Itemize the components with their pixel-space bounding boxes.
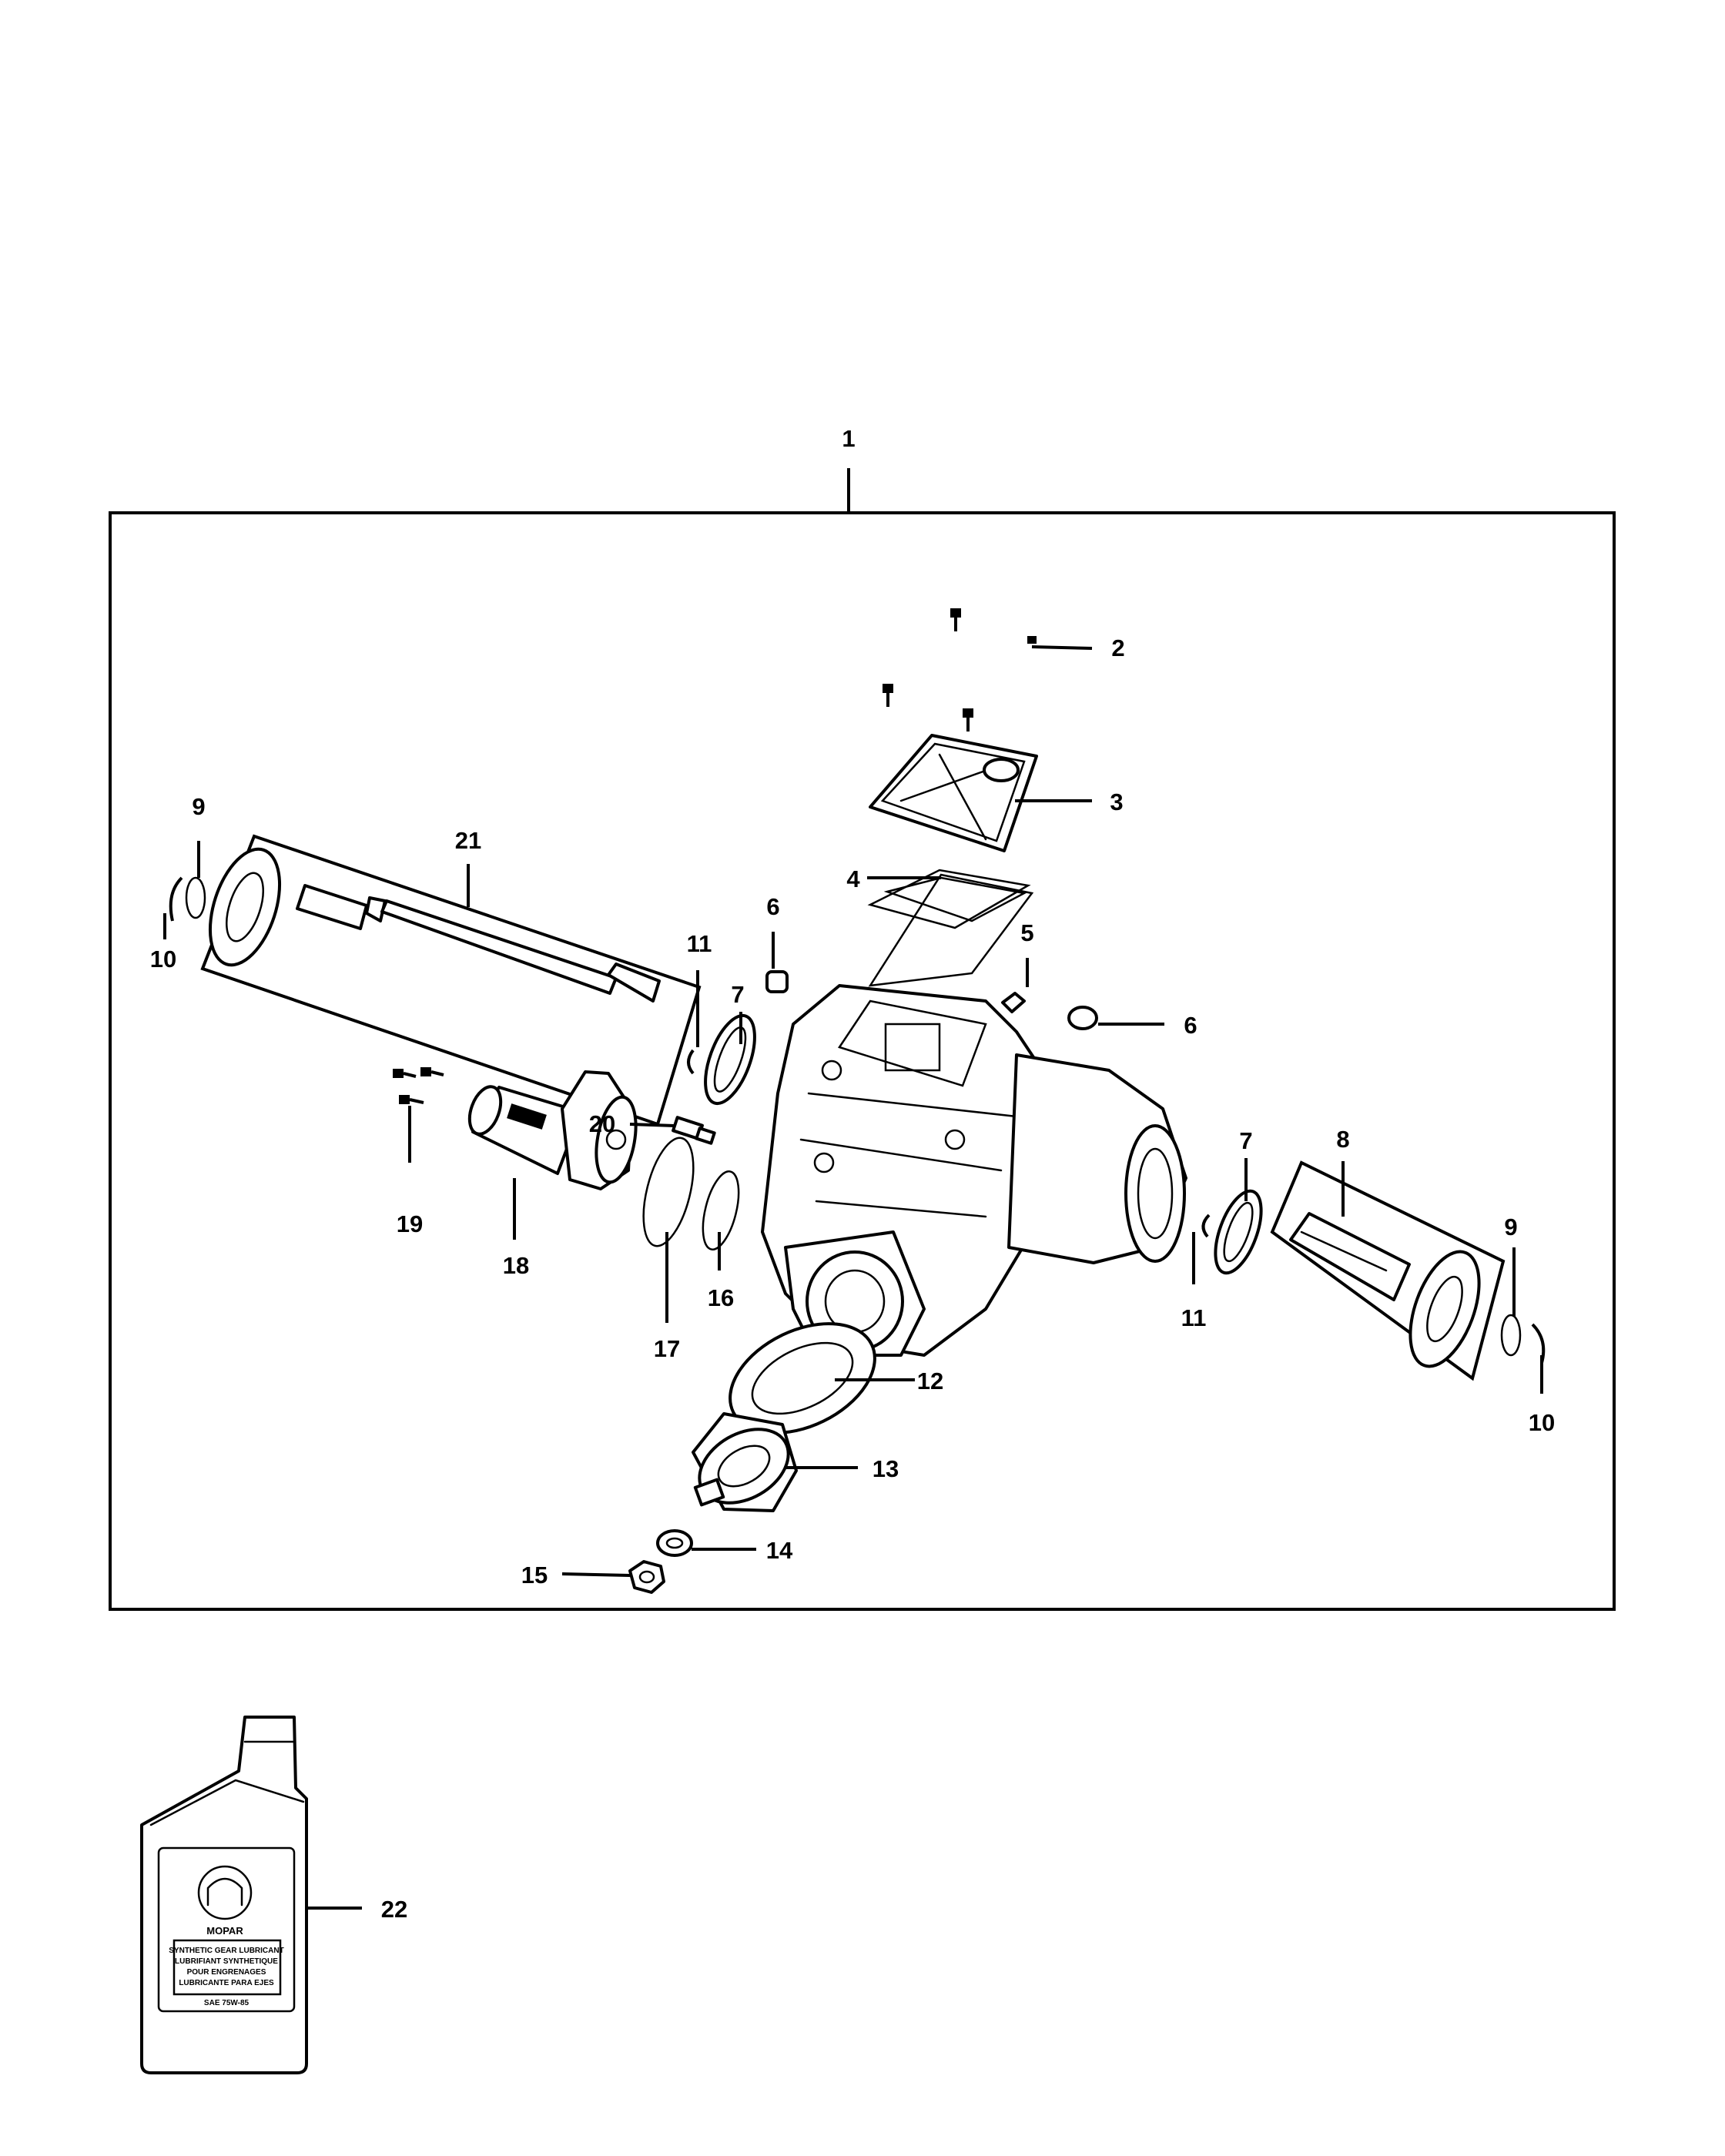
nut-icon — [628, 1560, 665, 1594]
fitting-icon — [1001, 992, 1026, 1013]
callout-16: 16 — [708, 1284, 734, 1311]
companion-flange-icon — [692, 1412, 798, 1512]
bottle-brand: MOPAR — [206, 1925, 243, 1937]
callout-6b: 6 — [1184, 1012, 1197, 1039]
callout-18: 18 — [503, 1252, 529, 1279]
callout-3: 3 — [1110, 788, 1123, 815]
bolt-icon — [883, 608, 1037, 732]
lubricant-bottle-icon — [140, 1716, 308, 2074]
o-ring-icon — [642, 1137, 740, 1250]
bottle-label-line-5: SAE 75W-85 — [204, 1999, 250, 2007]
callout-11a: 11 — [687, 930, 712, 957]
callout-15: 15 — [521, 1562, 548, 1589]
plug-icon — [765, 970, 1098, 1030]
callout-4: 4 — [846, 865, 860, 892]
leader-15 — [561, 1572, 631, 1577]
callout-1: 1 — [842, 425, 855, 452]
shift-motor-icon — [467, 1070, 638, 1190]
front-output-shaft-icon — [208, 847, 661, 1003]
gasket-outline — [868, 873, 1034, 987]
callout-11b: 11 — [1181, 1304, 1207, 1331]
callout-22: 22 — [381, 1896, 407, 1923]
callout-21: 21 — [455, 827, 481, 854]
callout-17: 17 — [654, 1335, 680, 1362]
bottle-label-text: SYNTHETIC GEAR LUBRICANT LUBRIFIANT SYNT… — [169, 1947, 283, 2007]
callout-7b: 7 — [1239, 1127, 1252, 1154]
callout-10b: 10 — [1529, 1409, 1555, 1436]
callout-9b: 9 — [1504, 1214, 1517, 1240]
washer-icon — [656, 1529, 693, 1557]
sensor-icon — [672, 1116, 716, 1145]
callout-14: 14 — [766, 1537, 793, 1564]
screw-icon — [393, 1067, 444, 1104]
callout-10a: 10 — [150, 946, 176, 973]
callout-13: 13 — [873, 1455, 899, 1482]
callout-20: 20 — [589, 1110, 615, 1137]
bottle-label-line-2: LUBRIFIANT SYNTHETIQUE — [175, 1957, 278, 1966]
leader-20 — [629, 1123, 675, 1127]
leader-2 — [1031, 645, 1093, 650]
oil-seal-icon — [729, 1322, 876, 1435]
callout-12: 12 — [917, 1368, 943, 1394]
bottle-label-line-4: LUBRICANTE PARA EJES — [179, 1979, 274, 1987]
callout-8: 8 — [1336, 1126, 1349, 1153]
callout-7a: 7 — [731, 981, 744, 1008]
callout-19: 19 — [397, 1210, 423, 1237]
assembly-frame — [109, 511, 1616, 1611]
callout-5: 5 — [1020, 919, 1033, 946]
callout-6a: 6 — [766, 893, 779, 920]
transfer-case-housing-icon — [761, 984, 1187, 1357]
bottle-label-line-1: SYNTHETIC GEAR LUBRICANT — [169, 1947, 283, 1955]
cover-plate-icon — [869, 734, 1038, 852]
rear-shaft-kit-frame — [1270, 1160, 1506, 1381]
callout-2: 2 — [1111, 634, 1124, 661]
bottle-label-line-3: POUR ENGRENAGES — [187, 1968, 266, 1977]
rear-output-shaft-icon — [1289, 1212, 1481, 1368]
gasket-icon — [867, 869, 1031, 929]
callout-9a: 9 — [192, 793, 205, 820]
